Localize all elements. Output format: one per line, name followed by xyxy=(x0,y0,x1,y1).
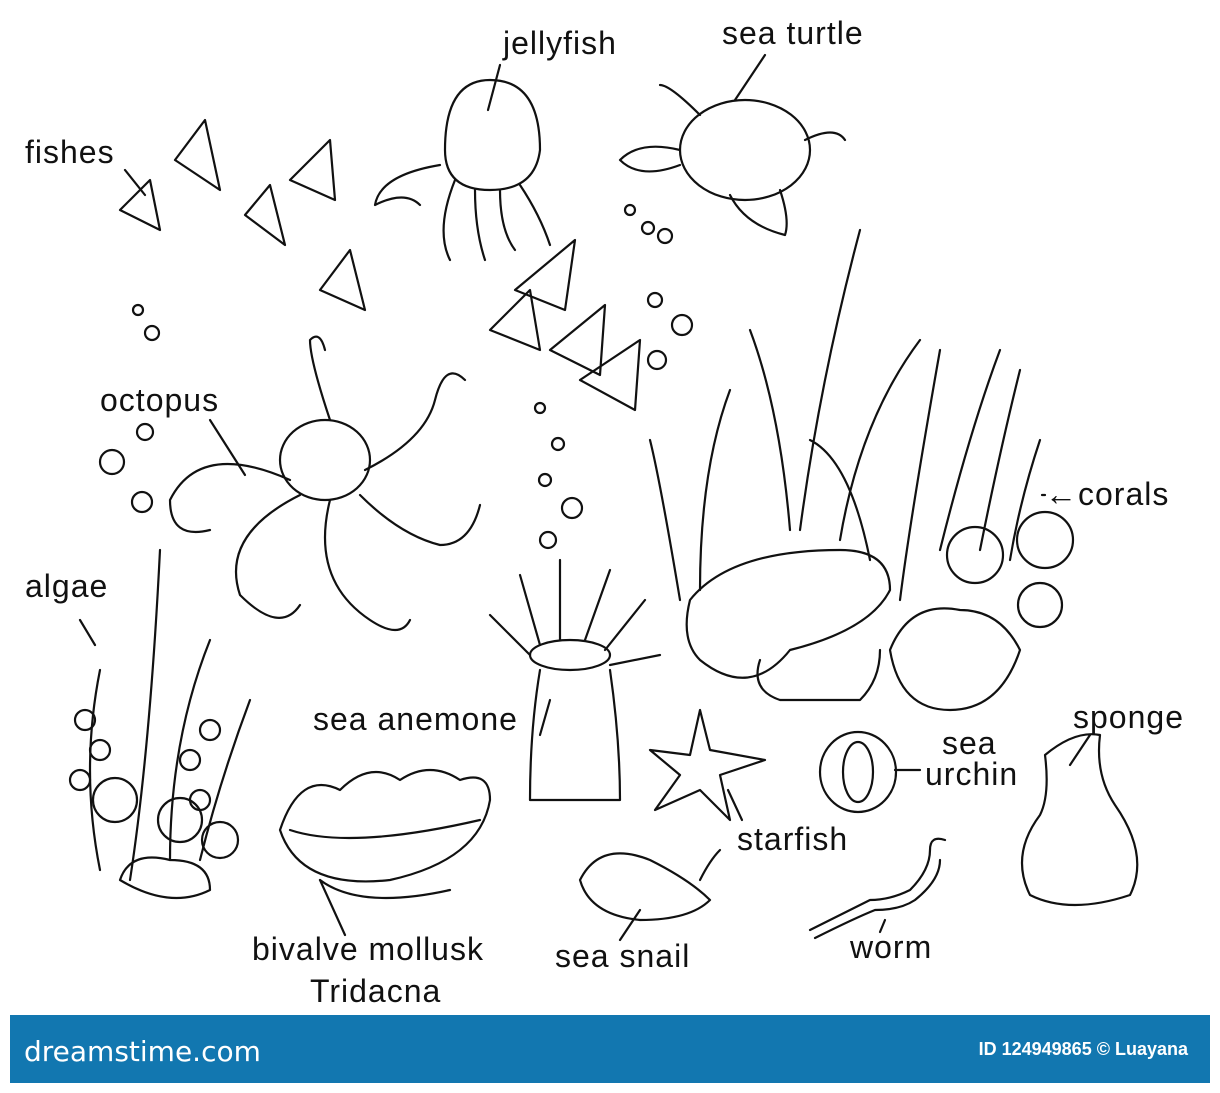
watermark-footer: dreamstime.com ID 124949865 © Luayana xyxy=(10,1015,1210,1083)
jellyfish-drawing xyxy=(373,63,552,262)
label-sponge: sponge xyxy=(1073,699,1184,735)
sponge-drawing xyxy=(1020,733,1139,907)
label-worm: worm xyxy=(850,929,933,965)
label-corals: ←corals xyxy=(1045,476,1170,512)
sea-urchin-drawing xyxy=(818,730,922,814)
brain-coral-drawing xyxy=(685,548,892,702)
bivalve-mollusk-drawing xyxy=(278,769,492,937)
label-fishes: fishes xyxy=(25,134,115,170)
corals-drawing xyxy=(648,228,1075,712)
label-starfish: starfish xyxy=(737,821,849,857)
label-sea-urchin-2: urchin xyxy=(925,756,1019,792)
image-credit: ID 124949865 © Luayana xyxy=(978,1039,1188,1059)
marine-life-drawing xyxy=(68,53,1139,942)
algae-drawing xyxy=(68,548,252,900)
label-sea-anemone: sea anemone xyxy=(313,701,518,737)
fish-school-right xyxy=(488,238,642,412)
brand-logo: dreamstime.com xyxy=(24,1035,261,1068)
sea-anemone-drawing xyxy=(488,558,662,802)
label-bivalve-mollusk: bivalve mollusk xyxy=(252,931,484,967)
worm-drawing xyxy=(808,837,947,940)
label-sea-turtle: sea turtle xyxy=(722,15,864,51)
label-sea-snail: sea snail xyxy=(555,938,691,974)
label-sea-urchin-1: sea xyxy=(942,725,997,761)
starfish-drawing xyxy=(648,708,767,822)
bubbles xyxy=(98,203,694,550)
sea-snail-drawing xyxy=(578,848,722,942)
label-jellyfish: jellyfish xyxy=(503,25,617,61)
label-tridacna: Tridacna xyxy=(310,973,442,1009)
fish-school-left xyxy=(118,118,367,312)
label-algae: algae xyxy=(25,568,109,604)
sea-turtle-drawing xyxy=(618,53,847,237)
label-octopus: octopus xyxy=(100,382,220,418)
octopus-drawing xyxy=(168,335,482,632)
